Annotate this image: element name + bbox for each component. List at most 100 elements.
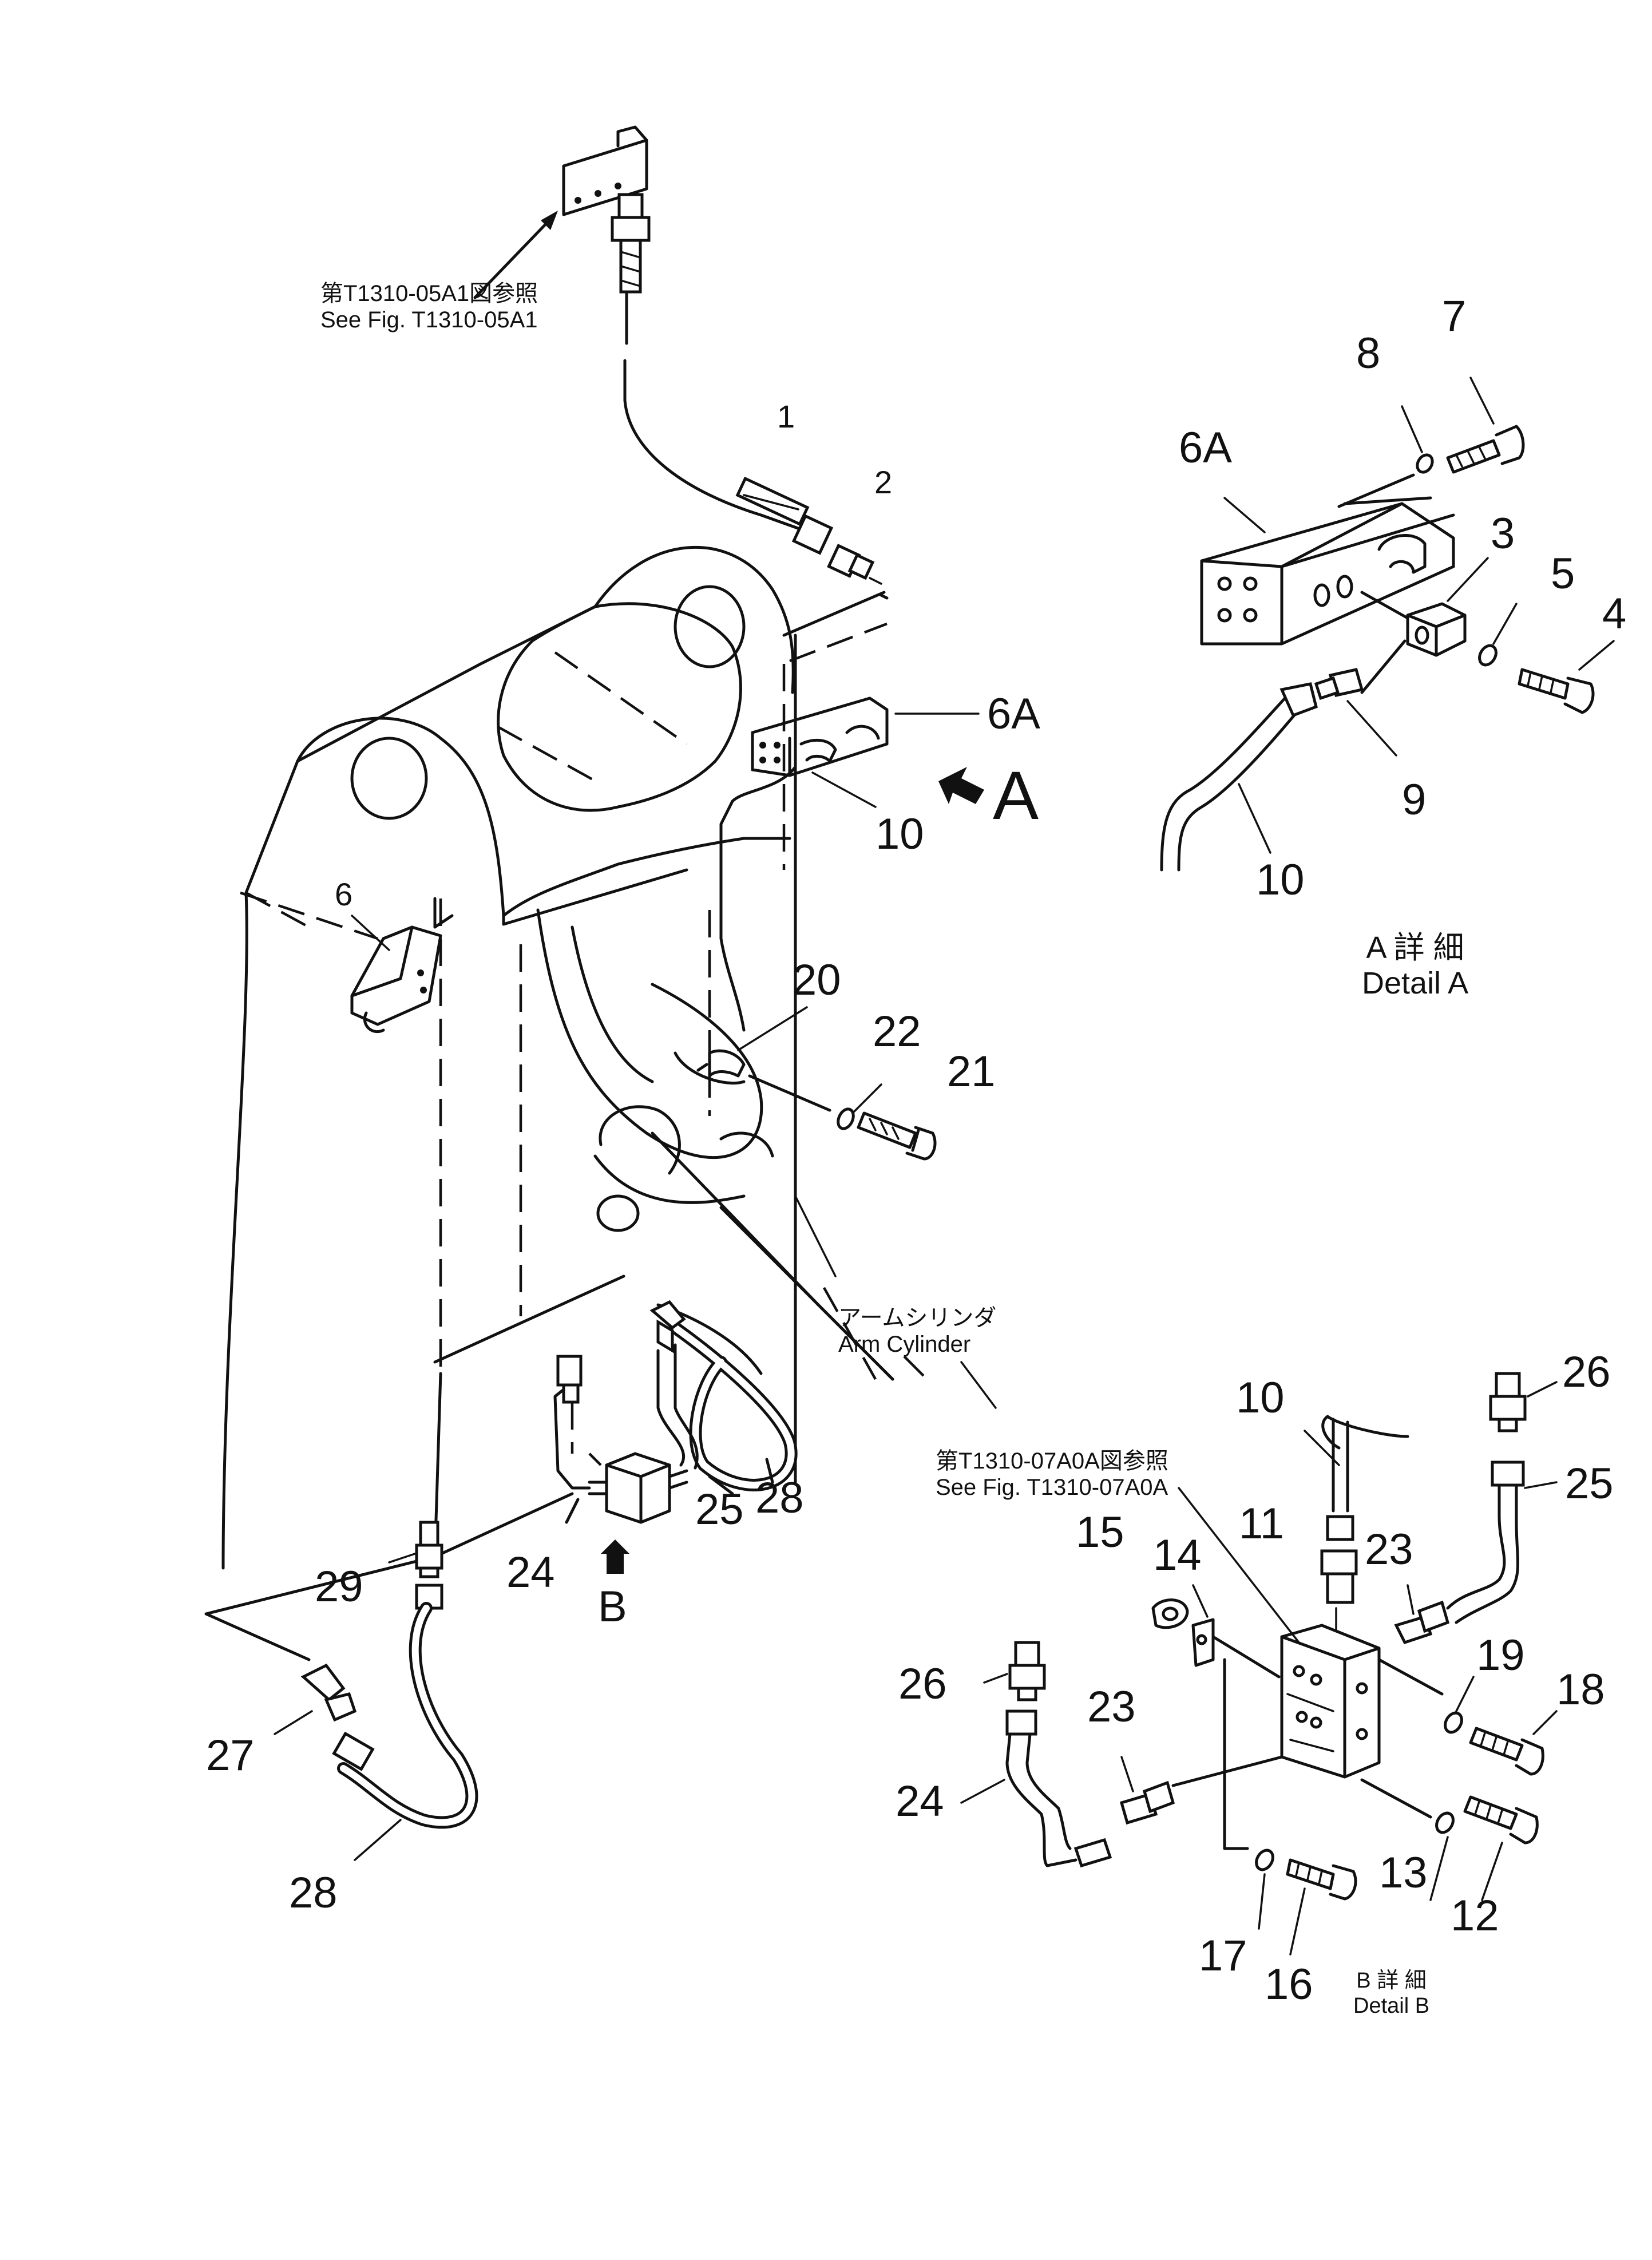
leader-b23-left bbox=[1120, 1756, 1134, 1792]
detail-b-nipple-26-top bbox=[1489, 1372, 1527, 1432]
leader-2-dash bbox=[869, 577, 882, 585]
leader-b16 bbox=[1289, 1887, 1306, 1956]
leader-3 bbox=[1447, 557, 1489, 602]
pipe-24-main bbox=[553, 1383, 591, 1490]
detail-b-number-14: 14 bbox=[1153, 1531, 1202, 1580]
pipe-25-main bbox=[656, 1343, 699, 1470]
valve-block-main bbox=[588, 1452, 688, 1524]
part-number-28-lower: 28 bbox=[289, 1869, 338, 1917]
detail-b-caption: B 詳 細 Detail B bbox=[1353, 1969, 1429, 2018]
leader-28-lower bbox=[354, 1819, 402, 1861]
guide-line-21 bbox=[748, 1074, 831, 1112]
detail-b-number-26-top: 26 bbox=[1562, 1348, 1611, 1396]
top-fitting bbox=[611, 193, 651, 294]
guide-3 bbox=[1360, 591, 1409, 620]
detail-b-number-11: 11 bbox=[1239, 1499, 1284, 1548]
part-number-28: 28 bbox=[755, 1474, 804, 1522]
detail-b-nut-11 bbox=[1320, 1515, 1358, 1604]
detail-b-en: Detail B bbox=[1353, 1993, 1430, 2018]
part-number-6a: 6A bbox=[987, 690, 1040, 738]
leader-27 bbox=[274, 1710, 313, 1735]
detail-b-number-17: 17 bbox=[1199, 1932, 1247, 1980]
ref-note-top-en: See Fig. T1310-05A1 bbox=[320, 307, 538, 333]
hose-28-lower bbox=[332, 1584, 478, 1829]
detail-b-bolt-18 bbox=[1469, 1727, 1544, 1776]
leader-b14 bbox=[1192, 1584, 1209, 1618]
detail-a-hidden bbox=[1343, 496, 1432, 505]
detail-a-caption: A 詳 細 Detail A bbox=[1362, 930, 1468, 1001]
arm-cylinder-en: Arm Cylinder bbox=[838, 1332, 971, 1357]
leader-10-detail bbox=[1238, 783, 1271, 854]
ref-note-top: 第T1310-05A1図参照 See Fig. T1310-05A1 bbox=[320, 280, 538, 333]
part-number-10: 10 bbox=[875, 810, 924, 858]
detail-b-part-15 bbox=[1151, 1598, 1189, 1629]
detail-b-adapter-23-right bbox=[1394, 1600, 1450, 1645]
part-number-1: 1 bbox=[777, 398, 795, 434]
leader-25 bbox=[708, 1475, 734, 1495]
detail-a-number-8: 8 bbox=[1356, 329, 1381, 378]
item-27-elbow bbox=[300, 1663, 357, 1722]
item-29-fitting bbox=[415, 1521, 443, 1578]
detail-b-stem bbox=[1223, 1658, 1249, 1850]
detail-b-number-10: 10 bbox=[1236, 1374, 1285, 1422]
detail-b-bolt-16 bbox=[1286, 1858, 1357, 1901]
detail-b-block bbox=[1280, 1624, 1381, 1779]
leader-7 bbox=[1469, 377, 1495, 425]
bracket-6 bbox=[350, 925, 442, 1034]
fitting-main-left bbox=[556, 1355, 583, 1404]
detail-a-number-9: 9 bbox=[1402, 775, 1427, 824]
detail-b-washer-13 bbox=[1435, 1811, 1455, 1834]
leader-b12 bbox=[1481, 1842, 1503, 1901]
part-number-22: 22 bbox=[873, 1007, 921, 1056]
leader-5 bbox=[1492, 603, 1518, 645]
detail-b-pipe-24 bbox=[1005, 1709, 1112, 1868]
detail-b-number-25: 25 bbox=[1565, 1459, 1614, 1508]
ref-note-valve-en: See Fig. T1310-07A0A bbox=[936, 1475, 1168, 1500]
item-20-clamp bbox=[696, 1049, 746, 1078]
top-hose bbox=[623, 290, 803, 531]
part-number-6: 6 bbox=[335, 876, 353, 912]
detail-a-jp: A 詳 細 bbox=[1366, 931, 1464, 965]
guide-b-23-left bbox=[1171, 1755, 1283, 1787]
part-number-2: 2 bbox=[874, 464, 893, 500]
part-number-20: 20 bbox=[793, 956, 841, 1004]
detail-b-number-16: 16 bbox=[1265, 1960, 1313, 2009]
view-marker-a: A bbox=[993, 757, 1039, 834]
detail-b-plate-14 bbox=[1191, 1618, 1281, 1679]
detail-b-number-13: 13 bbox=[1379, 1849, 1428, 1897]
detail-b-number-18: 18 bbox=[1556, 1665, 1605, 1714]
leader-cylinder bbox=[794, 1195, 837, 1277]
arm-cylinder-jp: アームシリンダ bbox=[838, 1305, 997, 1331]
leader-ref-valve bbox=[960, 1361, 997, 1409]
detail-b-nipple-26-left bbox=[1008, 1641, 1046, 1701]
arm-cylinder bbox=[536, 908, 894, 1381]
leader-ref-b bbox=[1178, 1487, 1300, 1644]
guide-8 bbox=[1337, 473, 1415, 508]
detail-b-number-12: 12 bbox=[1451, 1891, 1499, 1940]
leader-8 bbox=[1401, 405, 1423, 453]
detail-a-tube-10 bbox=[1160, 682, 1318, 872]
guide-line-2 bbox=[782, 591, 889, 637]
detail-b-number-19: 19 bbox=[1476, 1631, 1525, 1680]
leader-6a-detail bbox=[1223, 497, 1266, 533]
bracket-6a-installed bbox=[751, 696, 889, 777]
detail-b-washer-19 bbox=[1444, 1711, 1463, 1734]
leader-b26-top bbox=[1527, 1381, 1558, 1398]
part-number-27: 27 bbox=[206, 1731, 255, 1780]
detail-b-bolt-12 bbox=[1463, 1795, 1539, 1845]
part-number-21: 21 bbox=[947, 1047, 996, 1096]
top-bracket bbox=[562, 125, 648, 216]
leader-28 bbox=[765, 1458, 774, 1484]
leader-frame bbox=[204, 1555, 437, 1661]
leader-b25 bbox=[1524, 1481, 1558, 1489]
part-number-25: 25 bbox=[695, 1485, 744, 1534]
elbow-fitting bbox=[649, 1300, 686, 1353]
detail-b-pipe-25 bbox=[1446, 1461, 1525, 1624]
leader-24 bbox=[565, 1498, 580, 1524]
leader-cylinder-3 bbox=[903, 1355, 928, 1380]
leader-29 bbox=[388, 1553, 416, 1564]
detail-a-number-6a: 6A bbox=[1179, 423, 1232, 472]
item-21-bolt bbox=[857, 1111, 937, 1161]
